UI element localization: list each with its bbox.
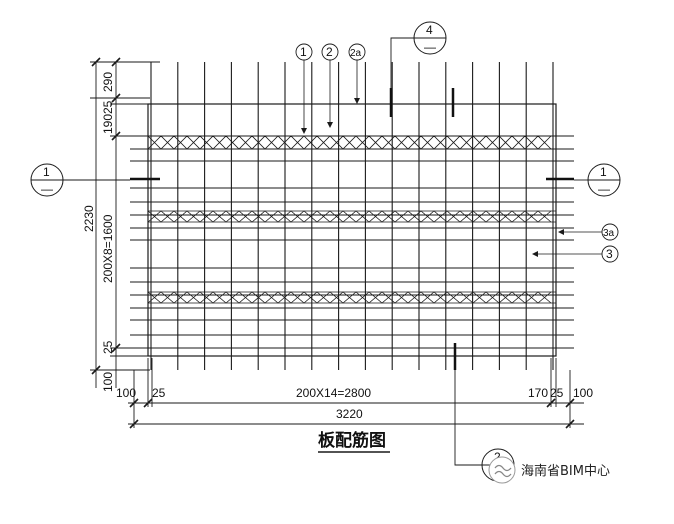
truss-bar-group xyxy=(147,135,556,304)
dim-total-vertical: 2230 xyxy=(82,205,96,232)
dim-total-horizontal: 3220 xyxy=(336,407,363,421)
dim-25-top: 25 xyxy=(101,100,115,114)
section-mark-bottom-id: 2 xyxy=(494,450,501,464)
dim-25-bottom-right: 25 xyxy=(550,386,564,400)
bar-mark-3-label: 3 xyxy=(606,247,613,261)
section-mark-left-id: 1 xyxy=(43,165,50,179)
dim-spacing-vertical: 200X8=1600 xyxy=(101,214,115,283)
bar-mark-2a: 2a xyxy=(348,43,366,104)
section-mark-right: 1 — xyxy=(574,163,621,197)
section-mark-top-sheet: — xyxy=(424,40,436,54)
section-mark-right-sheet: — xyxy=(598,182,610,196)
dim-25-bottom: 25 xyxy=(101,340,115,354)
truss-web xyxy=(147,135,552,150)
section-mark-left-sheet: — xyxy=(41,182,53,196)
bar-mark-3: 3 xyxy=(532,245,619,263)
slab-outline xyxy=(147,103,557,357)
dim-100-bottom-left: 100 xyxy=(116,386,136,400)
bar-mark-3a: 3a xyxy=(558,223,619,241)
dim-170: 170 xyxy=(528,386,548,400)
bottom-dimension-chain xyxy=(128,358,584,429)
dim-spacing-horizontal: 200X14=2800 xyxy=(296,386,371,400)
drawing-title: 板配筋图 xyxy=(318,430,386,451)
bar-mark-2a-label: 2a xyxy=(350,48,362,59)
section-mark-right-id: 1 xyxy=(600,165,607,179)
bar-mark-1-label: 1 xyxy=(300,45,307,59)
watermark-text: 海南省BIM中心 xyxy=(521,463,610,479)
dim-100-left: 100 xyxy=(101,372,115,392)
section-mark-top: 4 — xyxy=(390,21,447,88)
truss-web xyxy=(147,210,552,223)
dim-190: 190 xyxy=(101,114,115,134)
dim-25-bottom-left: 25 xyxy=(152,386,166,400)
cut-markers xyxy=(130,88,574,370)
truss-web xyxy=(147,291,552,304)
bar-mark-1: 1 xyxy=(295,43,313,134)
dim-290: 290 xyxy=(101,72,115,92)
watermark: 海南省BIM中心 xyxy=(488,456,610,484)
bar-mark-2: 2 xyxy=(321,43,339,128)
bar-mark-2-label: 2 xyxy=(326,45,333,59)
section-mark-top-id: 4 xyxy=(426,23,433,37)
dim-100-bottom-right: 100 xyxy=(573,386,593,400)
section-mark-left: 1 — xyxy=(30,163,130,197)
left-dimension-chain xyxy=(90,57,160,388)
horizontal-rebar-group xyxy=(130,135,574,349)
bar-mark-3a-label: 3a xyxy=(603,228,615,239)
